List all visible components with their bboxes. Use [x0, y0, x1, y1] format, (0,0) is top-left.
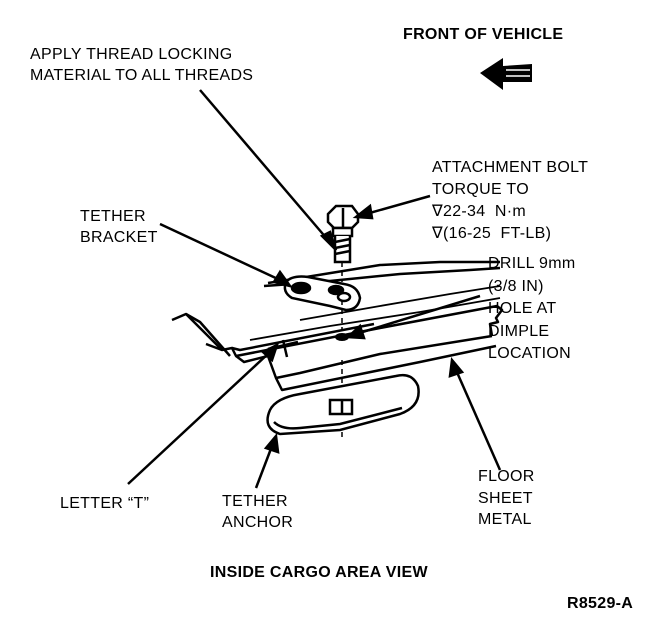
floor-sheet-metal	[171, 260, 504, 392]
dimple-hole	[335, 333, 349, 341]
attachment-bolt-label: ATTACHMENT BOLT TORQUE TO ∇22-34 N·m ∇(1…	[432, 159, 589, 242]
letter-t-label: LETTER “T”	[60, 495, 150, 512]
tether-anchor	[266, 373, 420, 436]
tether-bracket-label: TETHER BRACKET	[80, 208, 158, 246]
left-arrow-icon	[480, 58, 532, 90]
floor-sheet-metal-label: FLOOR SHEET METAL	[478, 468, 535, 528]
front-of-vehicle-label: FRONT OF VEHICLE	[403, 26, 564, 43]
tether-anchor-label: TETHER ANCHOR	[222, 493, 294, 531]
view-caption: INSIDE CARGO AREA VIEW	[210, 564, 428, 581]
leader-lines	[127, 89, 502, 489]
attachment-bolt	[326, 204, 360, 264]
thread-locking-label: APPLY THREAD LOCKING MATERIAL TO ALL THR…	[30, 46, 254, 84]
drill-hole-label: DRILL 9mm (3/8 IN) HOLE AT DIMPLE LOCATI…	[488, 255, 576, 362]
figure-id: R8529-A	[567, 595, 634, 612]
tether-bracket	[283, 275, 362, 312]
